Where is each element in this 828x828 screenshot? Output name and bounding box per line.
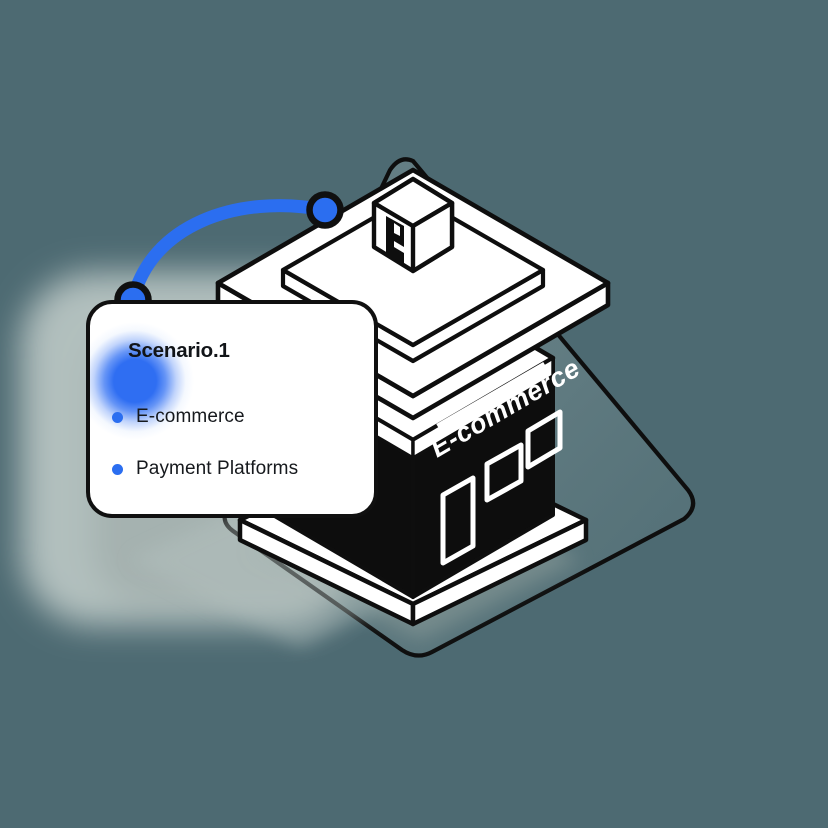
storefront-door <box>440 475 476 566</box>
list-item-label: E-commerce <box>136 406 245 427</box>
bullet-dot-icon <box>112 411 123 423</box>
storefront-window-2 <box>525 409 563 470</box>
connector-node-end[interactable] <box>306 191 344 229</box>
storefront-window-1 <box>484 442 524 503</box>
card-title: Scenario.1 <box>128 339 230 362</box>
storefront-openings <box>440 409 563 566</box>
connector-arc <box>126 199 332 307</box>
e-cube-logo <box>371 176 455 274</box>
list-item[interactable]: Payment Platforms <box>112 458 298 480</box>
list-item[interactable]: E-commerce <box>112 406 245 428</box>
bullet-dot-icon <box>112 463 123 475</box>
scenario-info-card[interactable]: Scenario.1 E-commerce Payment Platforms <box>86 300 378 518</box>
list-item-label: Payment Platforms <box>136 458 299 479</box>
